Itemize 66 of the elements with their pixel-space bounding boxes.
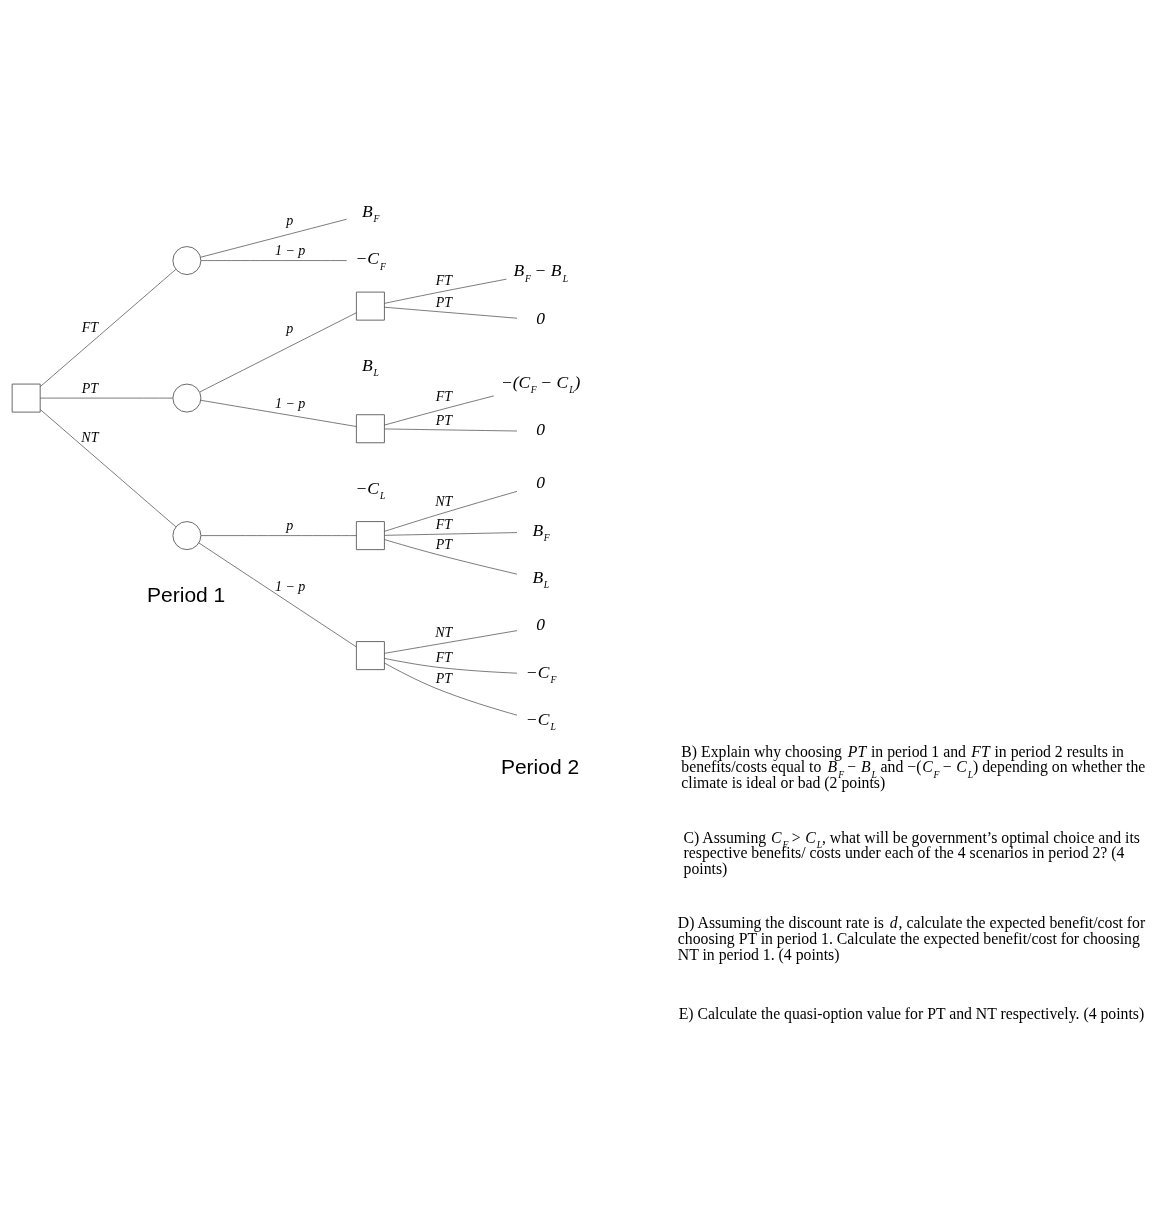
connector bbox=[39, 397, 173, 399]
node-box bbox=[355, 291, 385, 321]
connector bbox=[198, 542, 357, 648]
node-text: −C$_{L}$ bbox=[355, 477, 386, 502]
label: C) Assuming C$_{F}$ > C$_{L}$, what will be government’s optimal choice and its respective benefits/ costs under each of the 4 scenarios in period 2? (4 points) bbox=[683, 828, 1140, 878]
node-text: −C$_{F}$ bbox=[525, 661, 557, 685]
edge-label: PT bbox=[81, 380, 99, 396]
node-circle bbox=[172, 521, 202, 551]
connector bbox=[384, 278, 507, 304]
connector bbox=[39, 269, 177, 387]
connector bbox=[200, 218, 347, 258]
node-circle bbox=[172, 246, 202, 275]
connector bbox=[200, 260, 348, 261]
node-circle bbox=[172, 383, 202, 413]
node-box bbox=[355, 521, 385, 551]
edge-label: p bbox=[286, 213, 294, 229]
edge-label: FT bbox=[435, 649, 452, 665]
connector bbox=[39, 409, 177, 528]
label: B$_{L}$ bbox=[532, 566, 550, 591]
connector bbox=[200, 535, 357, 536]
connector bbox=[384, 491, 518, 532]
edge-label: FT bbox=[435, 272, 452, 288]
connector bbox=[200, 399, 357, 427]
label: D) Assuming the discount rate is d, calculate the expected benefit/cost for choosing PT in period 1. Calculate the expected benefit/cost for choosing NT in period 1. (4 points) bbox=[677, 914, 1146, 963]
edge-label: p bbox=[286, 518, 294, 534]
node-text: 0 bbox=[536, 307, 546, 328]
label: Period 1 bbox=[147, 583, 226, 607]
edge-label: PT bbox=[435, 413, 452, 429]
node-text: B$_{F}$ bbox=[532, 519, 550, 544]
node-text: B$_{F}$ bbox=[362, 200, 380, 225]
node-box bbox=[11, 383, 41, 413]
label: Period 2 bbox=[500, 755, 580, 779]
edge-label: NT bbox=[435, 493, 453, 509]
edge-label: NT bbox=[81, 429, 99, 445]
node-text: 0 bbox=[536, 472, 546, 493]
connector bbox=[384, 662, 518, 716]
edge-label: 1 − p bbox=[274, 578, 306, 594]
edge-label: FT bbox=[81, 320, 99, 336]
connector bbox=[384, 532, 518, 536]
edge-label: 1 − p bbox=[274, 243, 306, 259]
node-box bbox=[355, 414, 385, 444]
label: E) Calculate the quasi-option value for PT and NT respectively. (4 points) bbox=[678, 1004, 1145, 1022]
edge-label: 1 − p bbox=[274, 396, 306, 412]
label: B) Explain why choosing PT in period 1 and FT in period 2 results in benefits/costs equal to B$_{F}$ − B$_{L}$ and −(C$_{F}$ − C$_{L}$) depending on whether the climate is ideal or bad (2 points) bbox=[681, 742, 1146, 792]
edge-label: PT bbox=[435, 670, 452, 686]
node-text: −(C$_{F}$ − C$_{L}$) bbox=[500, 371, 581, 396]
edge-label: FT bbox=[435, 517, 452, 533]
edge-label: FT bbox=[435, 389, 452, 405]
connector bbox=[384, 306, 518, 319]
connector bbox=[384, 658, 518, 674]
node-box bbox=[355, 641, 385, 671]
node-text: 0 bbox=[536, 418, 546, 439]
node-text: B$_{L}$ bbox=[362, 354, 379, 379]
node-text: B$_{F}$ − B$_{L}$ bbox=[513, 260, 569, 284]
label: −C$_{L}$ bbox=[525, 708, 556, 733]
edge-label: PT bbox=[435, 536, 452, 552]
edge-label: p bbox=[286, 321, 294, 337]
node-text: 0 bbox=[536, 614, 546, 635]
node-text: −C$_{F}$ bbox=[355, 248, 386, 272]
connector bbox=[384, 630, 518, 654]
edge-label: PT bbox=[435, 294, 452, 310]
edge-label: NT bbox=[435, 625, 453, 641]
connector bbox=[384, 428, 518, 432]
connector bbox=[199, 312, 357, 393]
connector bbox=[384, 395, 495, 426]
connector bbox=[384, 539, 518, 575]
